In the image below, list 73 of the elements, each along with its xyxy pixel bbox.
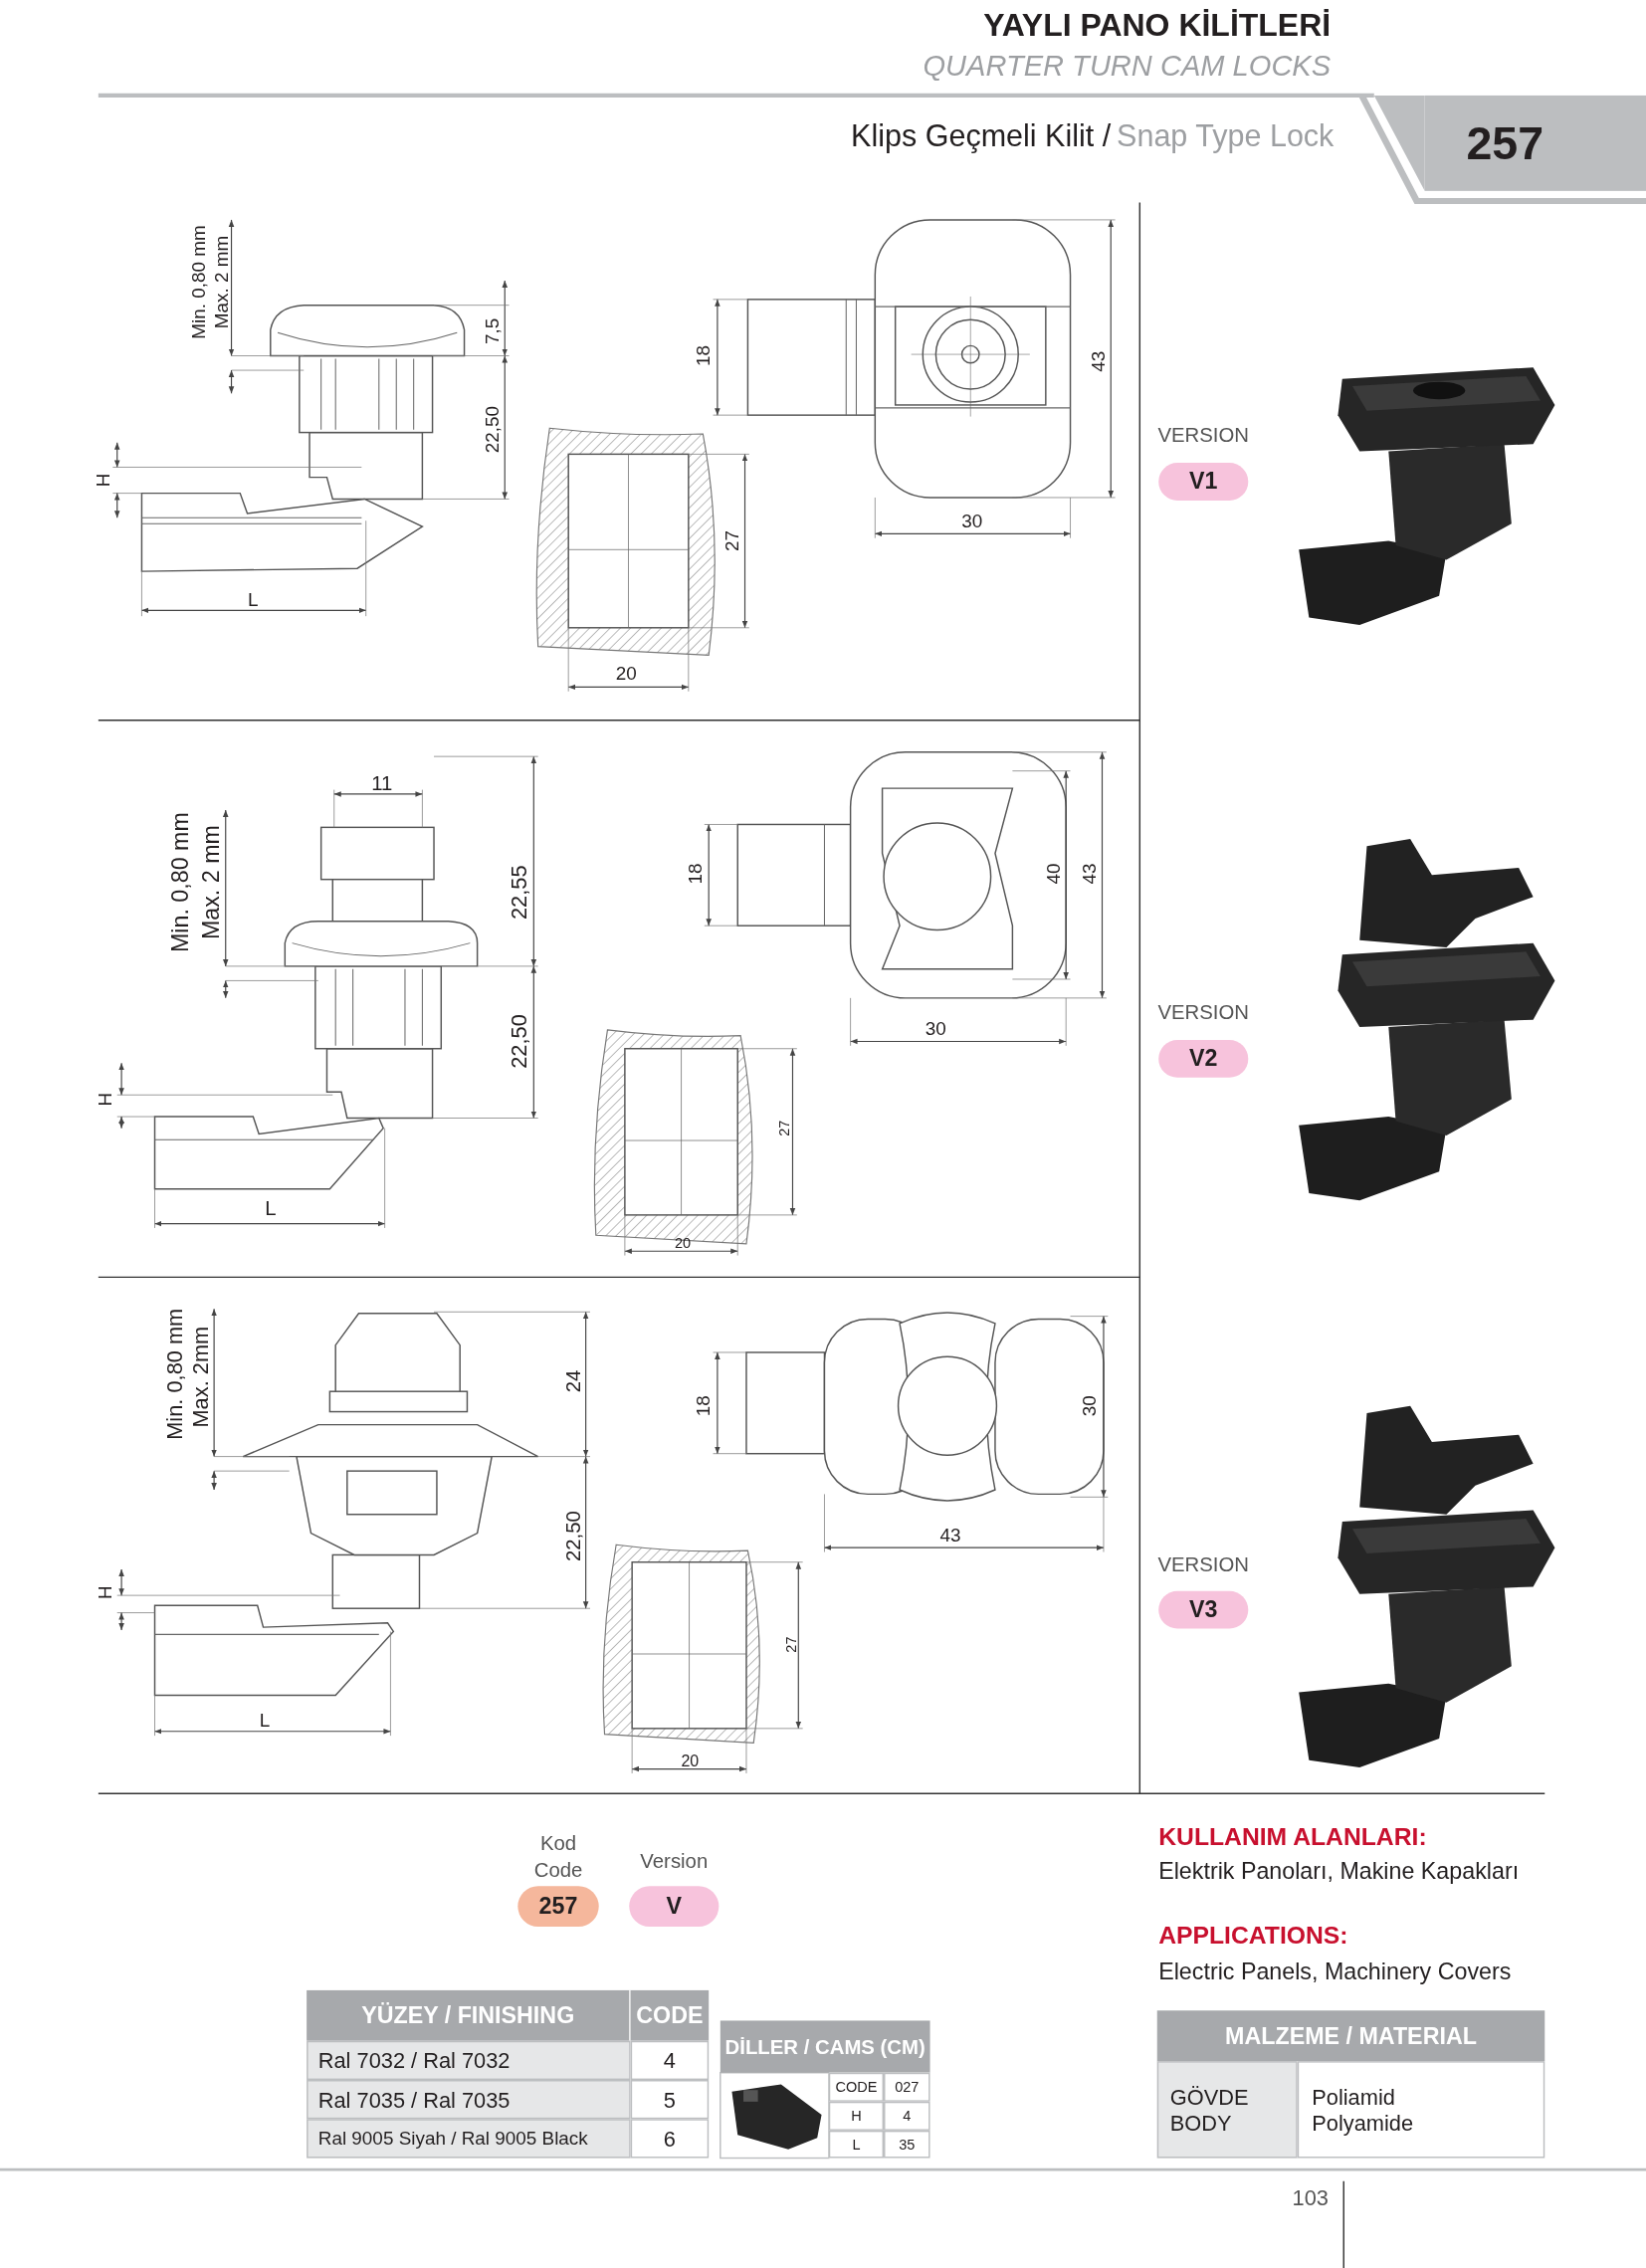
table-header-cell: CODE [630, 1989, 710, 2041]
table-cell: H [828, 2101, 885, 2131]
dimension-value: 30 [961, 512, 983, 533]
dimension-value: 27 [722, 530, 744, 552]
dimension-value: 30 [1080, 1395, 1102, 1417]
section-heading: Klips Geçmeli Kilit / [851, 118, 1112, 153]
thickness-note: Max. 2mm [189, 1326, 213, 1428]
table-header-cell: DİLLER / CAMS (CM) [720, 2020, 930, 2073]
dimension-value: 24 [562, 1369, 586, 1393]
dimension-value: 30 [925, 1019, 946, 1041]
dimension-value: 43 [1089, 350, 1110, 372]
dimension-value: 18 [685, 863, 707, 885]
subtitle: QUARTER TURN CAM LOCKS [923, 49, 1332, 82]
thickness-note: Min. 0,80 mm [189, 225, 210, 339]
dimension-value: 22,50 [507, 1014, 531, 1069]
page-title: YAYLI PANO KİLİTLERİ [983, 8, 1332, 44]
dimension-value: 43 [939, 1526, 961, 1546]
badge-label: VERSION [1157, 424, 1250, 447]
badge-label: Code [533, 1859, 583, 1882]
thickness-note: Min. 0,80 mm [167, 812, 194, 953]
dimension-value: 22,50 [562, 1511, 586, 1561]
body-text: Elektrik Panoları, Makine Kapakları [1158, 1858, 1520, 1885]
dimension-value: L [265, 1197, 277, 1221]
badge-label: Version [640, 1850, 709, 1873]
table-cell: CODE [828, 2072, 885, 2102]
badge-label: VERSION [1157, 1553, 1250, 1576]
table-header-cell: MALZEME / MATERIAL [1156, 2010, 1545, 2062]
dimension-value: H [95, 1092, 116, 1107]
badge-label: VERSION [1157, 1001, 1250, 1024]
table-cell: Poliamid Polyamide [1297, 2061, 1545, 2159]
dimension-value: L [259, 1711, 271, 1732]
table-cell: 027 [884, 2072, 930, 2102]
dimension-value: 18 [694, 1395, 716, 1417]
body-text: Electric Panels, Machinery Covers [1158, 1959, 1512, 1984]
dimension-value: H [94, 473, 115, 488]
dimension-value: 27 [783, 1636, 799, 1653]
table-cell: 35 [884, 2130, 930, 2159]
dimension-value: 11 [371, 772, 393, 795]
version-badge: V [629, 1886, 720, 1927]
table-cell: 5 [630, 2080, 710, 2120]
table-cell: Ral 9005 Siyah / Ral 9005 Black [307, 2119, 631, 2159]
version-badge: V2 [1158, 1040, 1249, 1078]
table-cell: 4 [884, 2101, 930, 2131]
table-header-cell: YÜZEY / FINISHING [307, 1989, 631, 2041]
dimension-value: 40 [1044, 863, 1065, 885]
badge-label: Kod [539, 1832, 577, 1856]
section-heading: Snap Type Lock [1117, 118, 1335, 153]
table-cell: 4 [630, 2040, 710, 2081]
section-heading: APPLICATIONS: [1158, 1923, 1348, 1951]
page-number: 103 [1292, 2186, 1329, 2211]
version-badge: V1 [1158, 463, 1249, 501]
dimension-value: 7,5 [483, 317, 504, 344]
dimension-value: 22,55 [507, 865, 531, 921]
thickness-note: Max. 2 mm [198, 825, 224, 940]
dimension-value: H [95, 1585, 116, 1600]
dimension-value: 20 [674, 1234, 692, 1251]
version-badge: V3 [1158, 1590, 1249, 1629]
dimension-value: 27 [775, 1120, 792, 1136]
dimension-value: L [248, 589, 259, 611]
thickness-note: Max. 2 mm [212, 235, 234, 329]
thickness-note: Min. 0,80 mm [162, 1308, 187, 1440]
dimension-value: 43 [1080, 863, 1102, 885]
section-heading: KULLANIM ALANLARI: [1158, 1824, 1427, 1852]
table-cell: 6 [630, 2119, 710, 2159]
code-badge: 257 [517, 1886, 599, 1927]
dimension-value: 22,50 [483, 406, 504, 454]
dimension-value: 20 [615, 663, 637, 685]
table-cell: Ral 7032 / Ral 7032 [307, 2040, 631, 2081]
table-cell: Ral 7035 / Ral 7035 [307, 2080, 631, 2120]
table-cell: GÖVDE BODY [1156, 2061, 1298, 2159]
dimension-value: 20 [681, 1752, 700, 1769]
table-cell: L [828, 2130, 885, 2159]
dimension-value: 18 [694, 345, 716, 367]
